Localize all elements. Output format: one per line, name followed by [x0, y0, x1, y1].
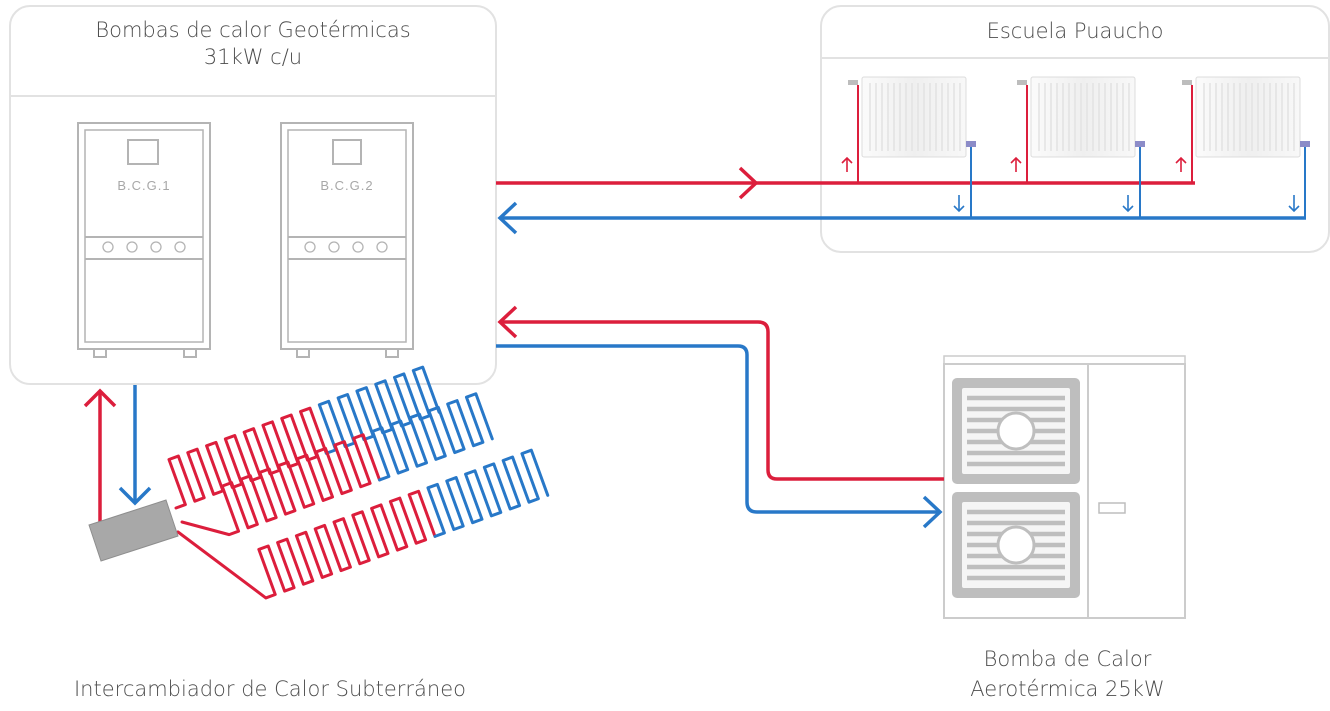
fan-lower [952, 492, 1080, 598]
arrow-left-icon [497, 305, 518, 339]
radiator-valve-icon [1017, 80, 1027, 85]
aerothermal-return-line [496, 344, 943, 529]
arrow-up-icon [841, 156, 1187, 172]
arrow-left-icon [497, 201, 518, 235]
school-return-line [497, 147, 1306, 235]
arrow-up-icon [83, 388, 117, 408]
geothermal-title-line1: Bombas de calor Geotérmicas [95, 18, 411, 42]
radiator-2 [1017, 76, 1145, 158]
radiator-valve-icon [1135, 141, 1145, 147]
geothermal-panel-title: Bombas de calor Geotérmicas 31kW c/u [10, 17, 496, 71]
radiator-3 [1182, 76, 1310, 158]
school-panel-title: Escuela Puaucho [986, 19, 1164, 43]
radiator-valve-icon [1300, 141, 1310, 147]
aerothermal-caption-line2: Aerotérmica 25kW [970, 677, 1165, 701]
unit-2-label: B.C.G.2 [320, 178, 373, 193]
ground-loop-supply [83, 388, 117, 522]
fan-upper [952, 378, 1080, 484]
radiator-valve-icon [966, 141, 976, 147]
aerothermal-caption-line1: Bomba de Calor [983, 647, 1152, 671]
arrow-down-icon [118, 486, 152, 506]
radiator-1 [848, 76, 976, 158]
school-supply-line [496, 85, 1195, 200]
arrow-down-icon [953, 195, 1300, 213]
geothermal-unit-1 [77, 122, 211, 358]
geothermal-title-line2: 31kW c/u [203, 45, 303, 69]
ground-exchanger-box [88, 499, 179, 562]
geothermal-unit-2 [280, 122, 414, 358]
geothermal-panel [9, 5, 497, 385]
aerothermal-pump-caption: Bomba de Calor Aerotérmica 25kW [930, 644, 1205, 704]
radiator-valve-icon [1182, 80, 1192, 85]
unit-1-label: B.C.G.1 [117, 178, 170, 193]
aerothermal-pump-unit [943, 355, 1186, 619]
arrow-right-icon [738, 166, 759, 200]
ground-exchanger-caption: Intercambiador de Calor Subterráneo [73, 677, 466, 701]
aerothermal-supply-line [497, 305, 944, 481]
radiator-valve-icon [848, 80, 858, 85]
arrow-right-icon [922, 495, 943, 529]
ground-exchanger-coils [163, 365, 550, 600]
ground-loop-return [118, 385, 152, 506]
